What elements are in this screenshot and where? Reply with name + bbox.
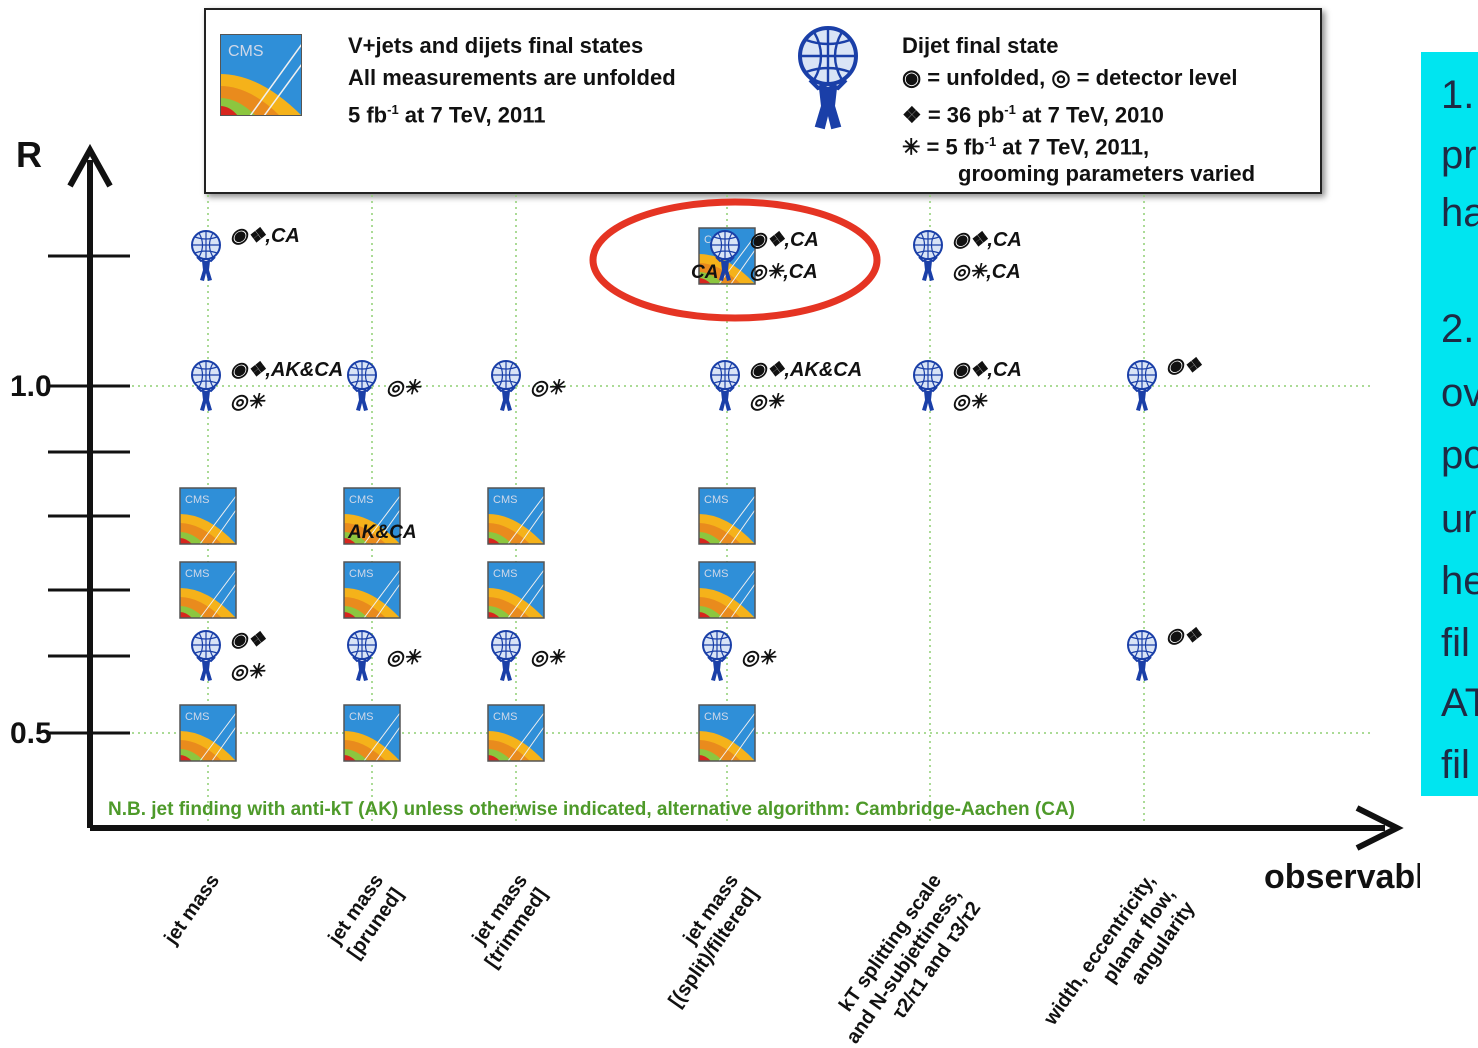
- atlas-point-9-label-0: ◎✳: [741, 647, 777, 669]
- legend-atlas-line3: ❖ = 36 pb-1 at 7 TeV, 2010: [902, 102, 1164, 128]
- legend-atlas-line4: ✳ = 5 fb-1 at 7 TeV, 2011,: [902, 134, 1150, 160]
- atlas-point-11-label-1: ◎✳: [952, 391, 988, 413]
- atlas-point-9: [702, 630, 732, 682]
- side-text-1: 1.: [1441, 73, 1475, 117]
- atlas-point-11: [913, 360, 943, 412]
- atlas-point-3: [347, 360, 377, 412]
- atlas-point-7-label-0: ◉❖,CA: [749, 229, 819, 251]
- cms-point-label-5: AK&CA: [347, 522, 417, 543]
- side-text-8: ur: [1441, 497, 1477, 541]
- legend-cms-line3: 5 fb-1 at 7 TeV, 2011: [348, 102, 546, 128]
- y-tick-label-1: 1.0: [10, 370, 52, 403]
- atlas-point-6-label-0: ◎✳: [530, 647, 566, 669]
- atlas-point-13-label-0: ◉❖: [1166, 625, 1202, 647]
- atlas-point-4: [347, 630, 377, 682]
- legend-atlas-line5: grooming parameters varied: [958, 161, 1256, 186]
- atlas-point-5-label-0: ◎✳: [530, 377, 566, 399]
- side-text-10: fil: [1441, 621, 1470, 665]
- cms-point-7: [487, 561, 545, 619]
- side-text-6: ov: [1441, 371, 1478, 415]
- cms-point-1: [179, 561, 237, 619]
- x-tick-label-1: jet mass[pruned]: [324, 870, 408, 963]
- legend-box: CMS V+jets and dijets final states All m…: [204, 8, 1322, 194]
- cms-point-8: [487, 487, 545, 545]
- x-tick-label-3: jet mass[(split)/filtered]: [645, 870, 763, 1011]
- x-tick-label-0: jet mass: [160, 870, 225, 949]
- svg-text:CMS: CMS: [228, 43, 264, 60]
- atlas-point-2-label-0: ◉❖: [230, 629, 266, 651]
- cms-point-10: [698, 561, 756, 619]
- side-text-3: ha: [1441, 191, 1478, 235]
- legend-atlas-title: Dijet final state: [902, 33, 1059, 58]
- legend-cms-line2: All measurements are unfolded: [348, 65, 676, 90]
- atlas-point-1-label-0: ◉❖,AK&CA: [230, 359, 343, 381]
- x-tick-label-5: width, eccentricity,planar flow,angulari…: [1039, 870, 1200, 1048]
- atlas-point-7-label-1: ◎✳,CA: [749, 261, 818, 283]
- x-tick-label-0-line-0: jet mass: [160, 870, 225, 949]
- cms-point-3: [343, 704, 401, 762]
- atlas-point-8-label-0: ◉❖,AK&CA: [749, 359, 862, 381]
- atlas-point-4-label-0: ◎✳: [386, 647, 422, 669]
- atlas-point-10: [913, 230, 943, 282]
- x-axis-label: observable: [1264, 858, 1420, 896]
- atlas-point-2: [191, 630, 221, 682]
- atlas-point-5: [491, 360, 521, 412]
- cms-point-2: [179, 487, 237, 545]
- highlight-circle: [589, 198, 881, 322]
- cms-point-4: [343, 561, 401, 619]
- x-tick-label-4: kT splitting scaleand N-subjettiness,τ2/…: [822, 870, 985, 1048]
- side-text-7: pc: [1441, 433, 1478, 477]
- atlas-point-1: [191, 360, 221, 412]
- footnote-text: N.B. jet finding with anti-kT (AK) unles…: [108, 799, 1075, 820]
- cms-point-6: [487, 704, 545, 762]
- cms-point-11: [698, 487, 756, 545]
- atlas-logo-icon: [798, 26, 858, 130]
- atlas-point-13: [1127, 630, 1157, 682]
- x-axis-arrow-icon: [1355, 805, 1404, 851]
- atlas-point-2-label-1: ◎✳: [230, 661, 266, 683]
- atlas-point-6: [491, 630, 521, 682]
- x-tick-label-2: jet mass[trimmed]: [461, 870, 552, 972]
- side-text-12: fil: [1441, 743, 1470, 787]
- atlas-point-11-label-0: ◉❖,CA: [952, 359, 1022, 381]
- atlas-point-3-label-0: ◎✳: [386, 377, 422, 399]
- cms-logo-icon: CMS: [220, 34, 302, 116]
- y-tick-label-0: 0.5: [10, 717, 52, 750]
- cms-point-0: [179, 704, 237, 762]
- legend-cms-title: V+jets and dijets final states: [348, 33, 644, 58]
- atlas-point-8: [710, 360, 740, 412]
- cms-point-label-12: CA: [691, 262, 718, 283]
- atlas-point-8-label-1: ◎✳: [749, 391, 785, 413]
- y-axis-arrow-icon: [67, 143, 113, 188]
- side-text-2: pr: [1441, 133, 1477, 177]
- atlas-point-0: [191, 230, 221, 282]
- cms-point-9: [698, 704, 756, 762]
- atlas-point-10-label-0: ◉❖,CA: [952, 229, 1022, 251]
- side-panel: 1. pr ha 2. ov pc ur he fil AT fil: [1421, 52, 1478, 796]
- atlas-point-1-label-1: ◎✳: [230, 391, 266, 413]
- atlas-point-12: [1127, 360, 1157, 412]
- atlas-point-10-label-1: ◎✳,CA: [952, 261, 1021, 283]
- atlas-point-0-label-0: ◉❖,CA: [230, 225, 300, 247]
- side-text-9: he: [1441, 559, 1478, 603]
- atlas-point-12-label-0: ◉❖: [1166, 355, 1202, 377]
- side-text-5: 2.: [1441, 307, 1475, 351]
- legend-atlas-line2: ◉ = unfolded, ◎ = detector level: [902, 65, 1238, 90]
- side-text-11: AT: [1441, 681, 1478, 725]
- y-axis-label: R: [16, 134, 42, 175]
